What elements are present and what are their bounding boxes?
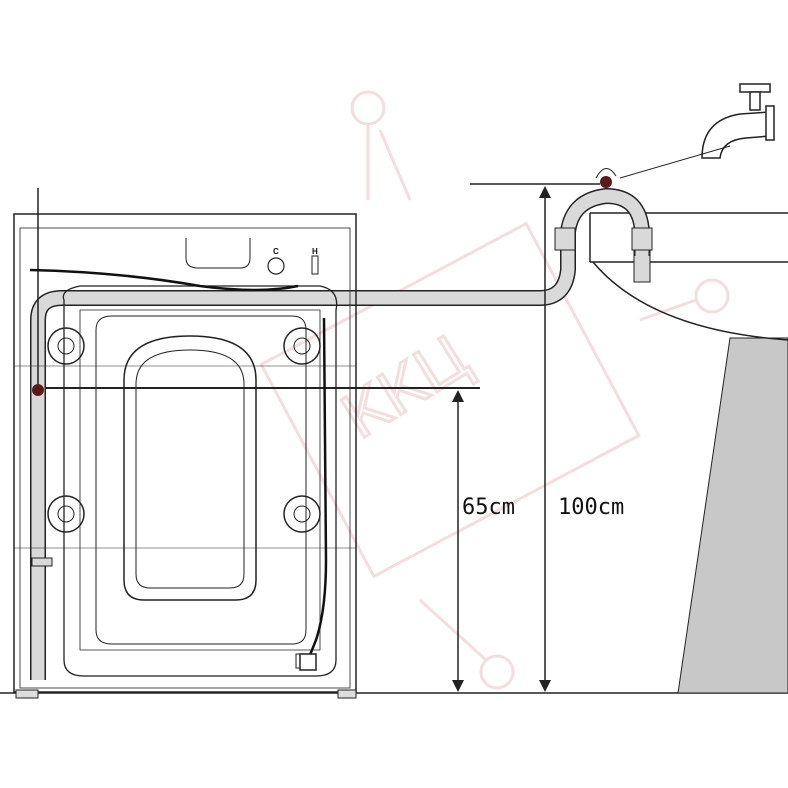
cold-mark: C <box>273 247 279 256</box>
power-cable <box>29 268 328 661</box>
drain-hose <box>30 188 653 680</box>
dimension-65 <box>452 390 464 692</box>
dimension-100 <box>539 186 551 692</box>
faucet-icon <box>619 83 775 179</box>
height-65-label: 65cm <box>462 495 515 520</box>
washing-machine-back <box>13 213 357 699</box>
hose-clip-top <box>600 176 612 188</box>
height-100-label: 100cm <box>558 495 624 520</box>
basin <box>589 212 788 694</box>
power-plug-icon <box>299 653 317 671</box>
hot-mark: H <box>312 247 318 256</box>
watermark: KKЦ <box>259 90 730 690</box>
hose-clip-back <box>32 384 44 396</box>
